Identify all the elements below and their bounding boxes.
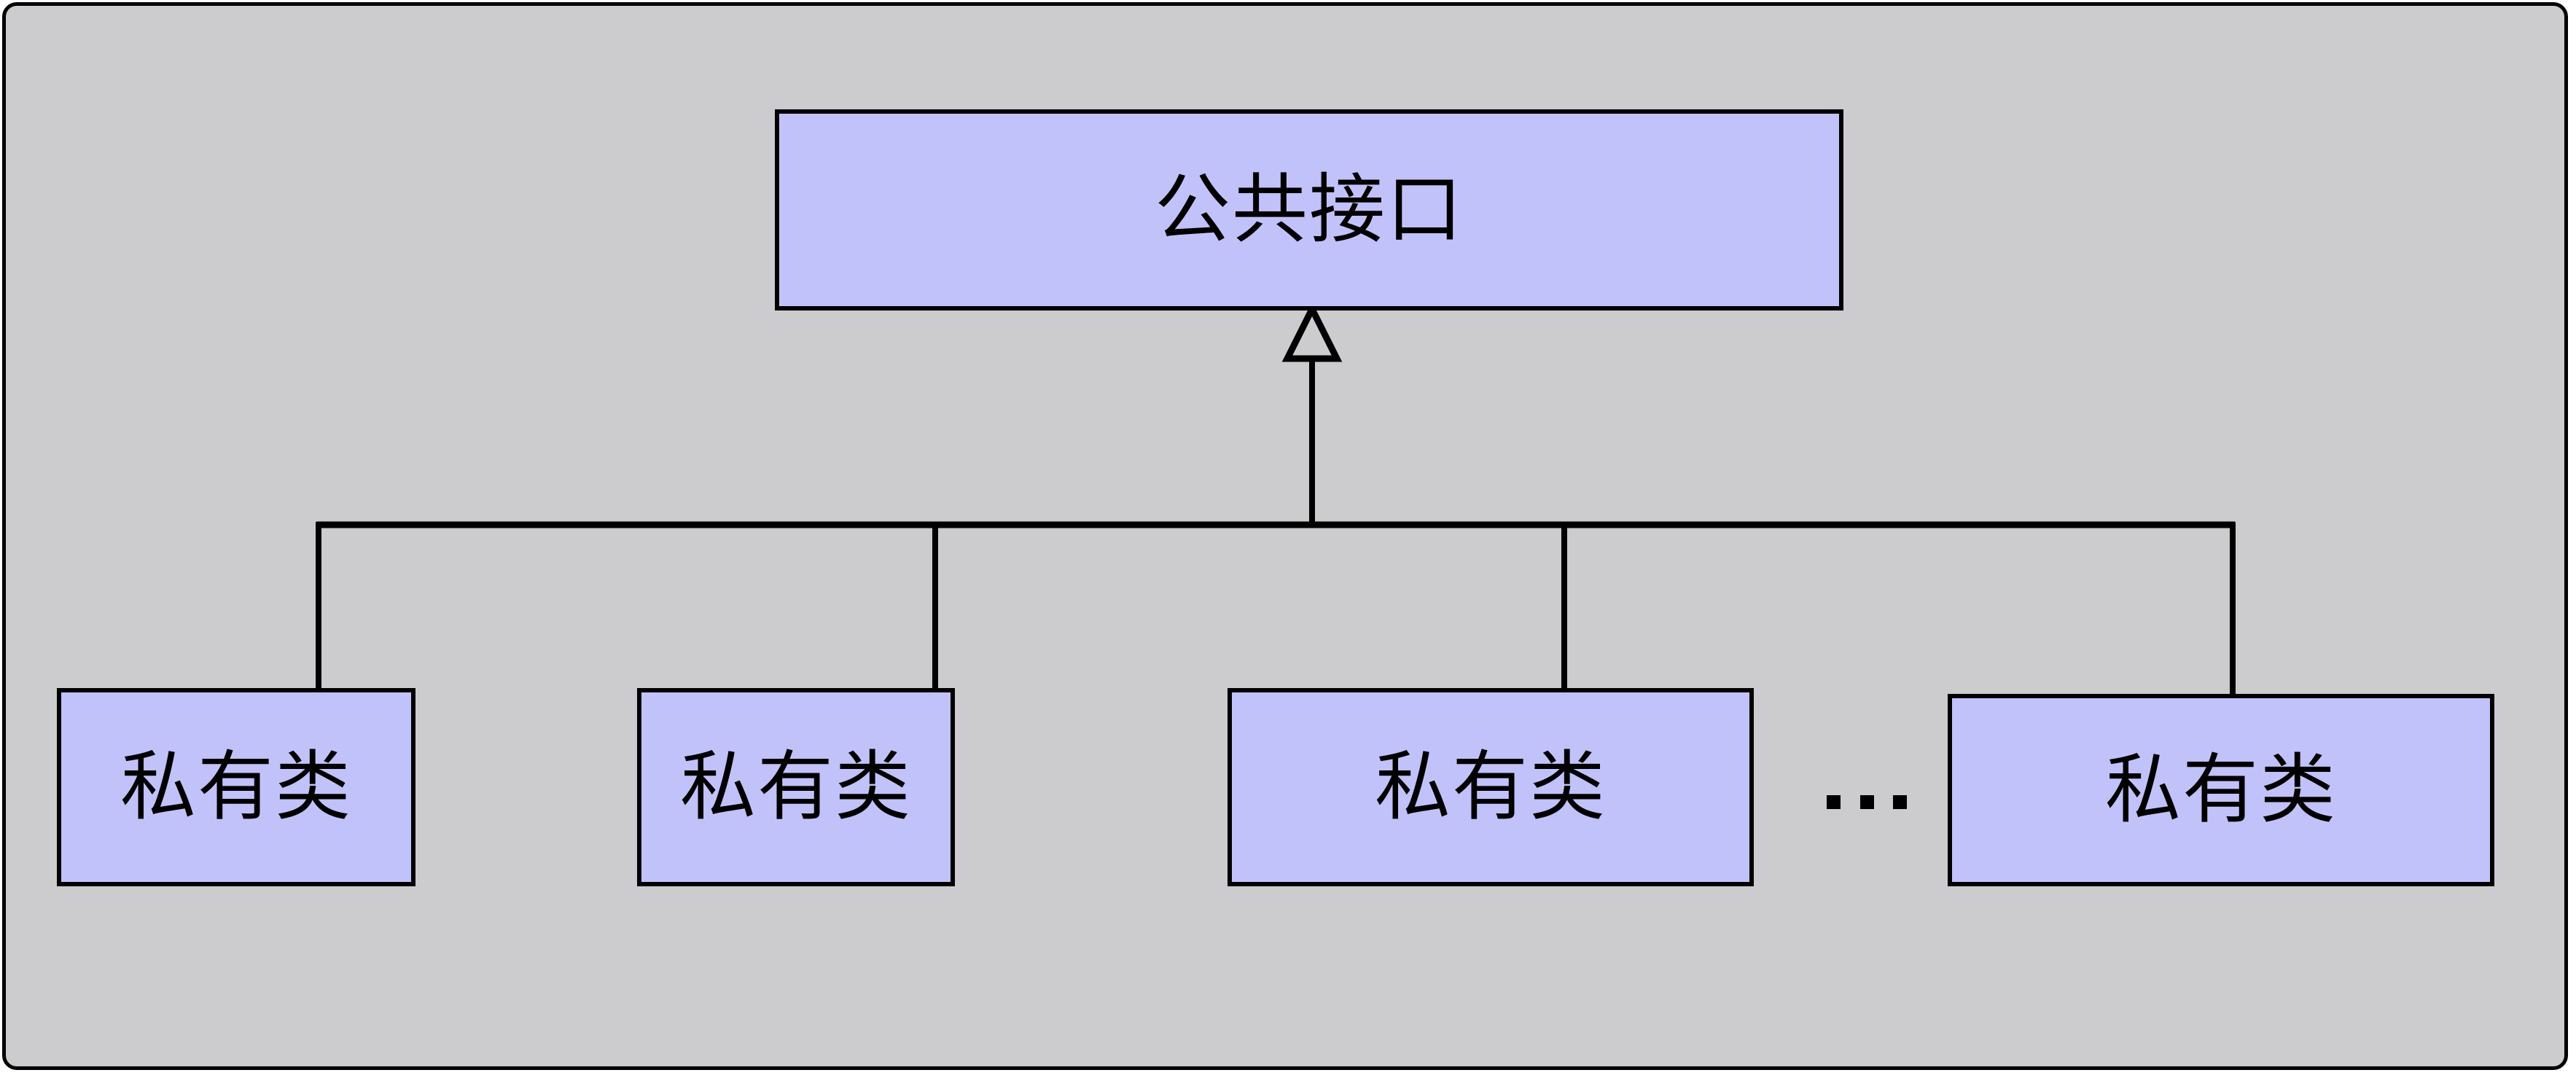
ellipsis-dot-3 (1893, 794, 1907, 809)
node-public-interface[interactable]: 公共接口 (775, 109, 1843, 310)
node-private-class-3[interactable]: 私有类 (1227, 688, 1754, 886)
node-label-private-class-4: 私有类 (2104, 745, 2337, 835)
node-private-class-1[interactable]: 私有类 (57, 688, 415, 886)
node-label-public-interface: 公共接口 (1154, 165, 1464, 254)
ellipsis-dot-1 (1827, 794, 1841, 809)
node-private-class-2[interactable]: 私有类 (637, 688, 955, 886)
ellipsis-dot-2 (1859, 794, 1874, 809)
node-private-class-4[interactable]: 私有类 (1948, 694, 2494, 886)
ellipsis-more-classes (1827, 773, 1907, 831)
node-label-private-class-1: 私有类 (120, 742, 352, 832)
node-label-private-class-3: 私有类 (1374, 742, 1607, 832)
node-label-private-class-2: 私有类 (679, 742, 912, 832)
